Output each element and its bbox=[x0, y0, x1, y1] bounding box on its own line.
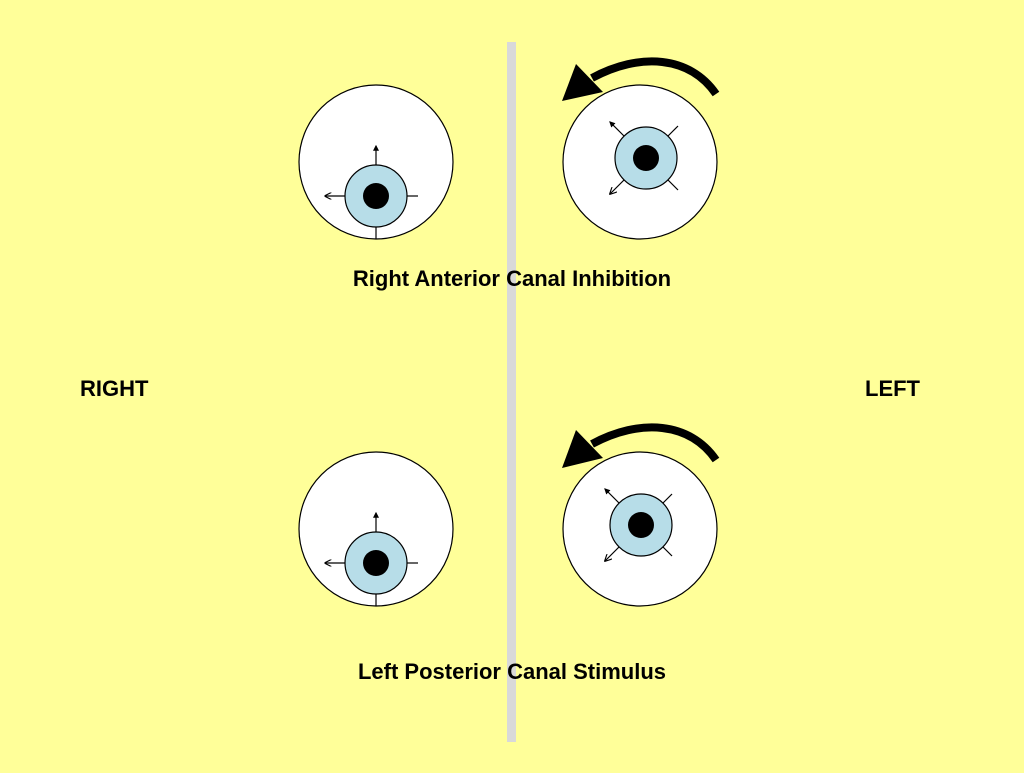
eye-pupil bbox=[633, 145, 659, 171]
eye-pupil bbox=[628, 512, 654, 538]
side-label-left: LEFT bbox=[865, 376, 920, 401]
curved-arrow-counterclockwise-icon bbox=[562, 423, 720, 468]
up-left-arrow-icon bbox=[609, 121, 625, 137]
down-right-tick bbox=[662, 546, 673, 557]
side-label-right: RIGHT bbox=[80, 376, 149, 401]
eye-right-top bbox=[298, 84, 454, 240]
eye-left-top bbox=[562, 84, 718, 240]
down-left-arrow-icon bbox=[610, 179, 625, 194]
up-right-tick bbox=[662, 493, 673, 504]
bottom-caption: Left Posterior Canal Stimulus bbox=[357, 659, 667, 684]
midline-divider bbox=[507, 42, 516, 742]
eye-right-bottom bbox=[298, 451, 454, 607]
top-caption: Right Anterior Canal Inhibition bbox=[352, 266, 672, 291]
eye-left-bottom bbox=[562, 451, 718, 607]
down-right-tick bbox=[667, 179, 679, 191]
curved-arrow-counterclockwise-icon bbox=[562, 57, 720, 101]
up-left-arrow-icon bbox=[604, 488, 620, 504]
eye-pupil bbox=[363, 183, 389, 209]
eye-pupil bbox=[363, 550, 389, 576]
down-left-arrow-icon bbox=[605, 546, 620, 561]
up-right-tick bbox=[667, 125, 679, 137]
